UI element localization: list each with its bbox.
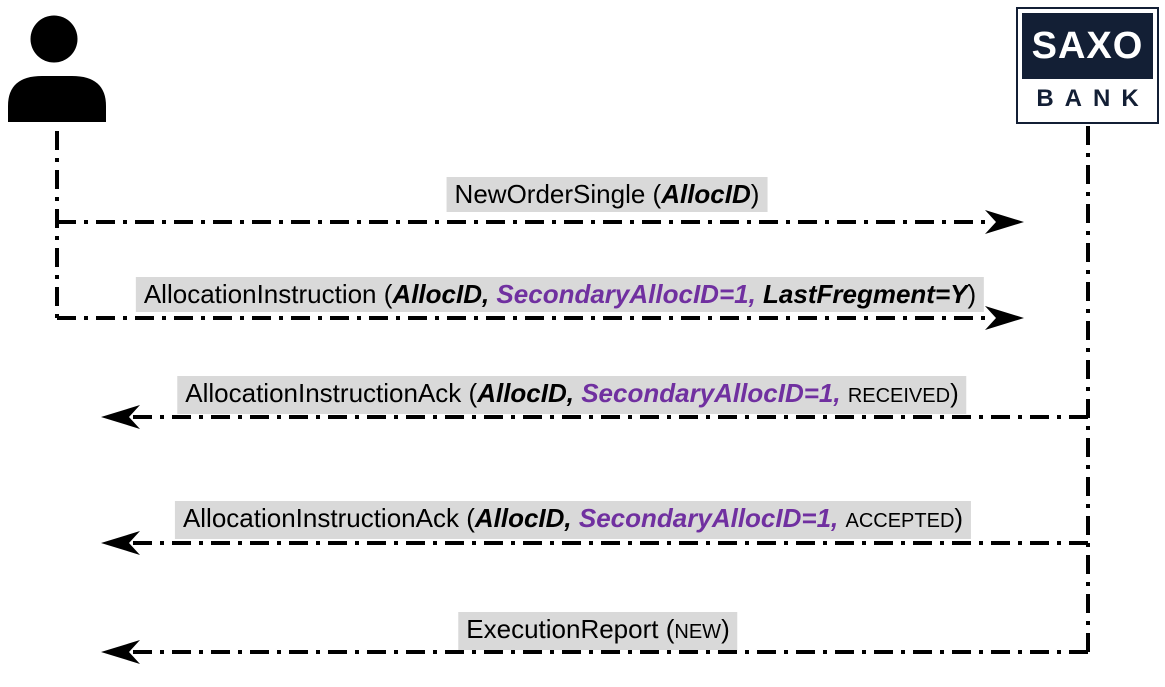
param-secondary-alloc-id: SecondaryAllocID=1, — [489, 279, 756, 309]
saxo-logo-top: SAXO — [1022, 13, 1153, 79]
param-last-fragment: LastFregment=Y — [755, 279, 968, 309]
arrow-allocation-instruction-ack-received — [101, 405, 1088, 429]
message-label-execution-report: ExecutionReport (NEW) — [458, 612, 738, 650]
message-name: AllocationInstructionAck — [185, 378, 462, 408]
saxo-logo-bottom: BANK — [1022, 79, 1153, 118]
message-label-new-order-single: NewOrderSingle (AllocID) — [446, 177, 768, 212]
param-alloc-id: AllocID, — [392, 279, 490, 309]
arrow-execution-report — [101, 640, 1088, 664]
status-received: RECEIVED — [847, 385, 951, 407]
param-alloc-id: AllocID, — [477, 378, 574, 408]
arrow-allocation-instruction — [57, 306, 1024, 330]
message-label-allocation-instruction-ack-received: AllocationInstructionAck (AllocID, Secon… — [177, 376, 967, 414]
param-secondary-alloc-id: SecondaryAllocID=1, — [573, 378, 848, 408]
saxo-bank-logo: SAXO BANK — [1016, 7, 1159, 124]
message-name: ExecutionReport — [466, 614, 659, 644]
status-accepted: ACCEPTED — [845, 510, 955, 532]
message-name: AllocationInstruction — [143, 279, 377, 309]
param-alloc-id: AllocID — [661, 179, 751, 209]
status-new: NEW — [674, 621, 722, 643]
person-icon — [8, 15, 106, 122]
message-label-allocation-instruction-ack-accepted: AllocationInstructionAck (AllocID, Secon… — [174, 501, 972, 539]
saxo-logo-saxo-text: SAXO — [1031, 24, 1144, 67]
param-alloc-id: AllocID, — [474, 503, 572, 533]
arrow-allocation-instruction-ack-accepted — [101, 531, 1088, 555]
arrow-new-order-single — [57, 210, 1024, 234]
saxo-logo-bank-text: BANK — [1036, 84, 1150, 112]
message-label-allocation-instruction: AllocationInstruction (AllocID, Secondar… — [135, 277, 985, 312]
param-secondary-alloc-id: SecondaryAllocID=1, — [571, 503, 846, 533]
message-name: AllocationInstructionAck — [182, 503, 459, 533]
message-name: NewOrderSingle — [454, 179, 646, 209]
